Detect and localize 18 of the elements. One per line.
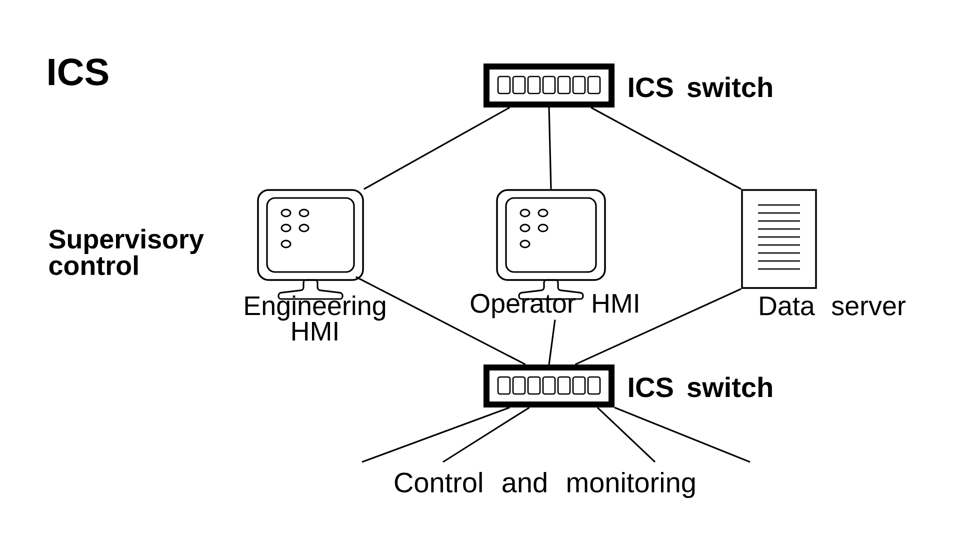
connector-line <box>362 406 510 463</box>
node-label: Operator HMI <box>470 294 638 318</box>
connector-line <box>364 106 510 190</box>
label: Supervisory control <box>49 228 204 276</box>
node-label: ICS switch <box>629 76 772 98</box>
connector-line <box>596 406 656 463</box>
node-label: ICS switch <box>629 376 772 398</box>
node-label: Engineering HMI <box>245 296 386 340</box>
connector-line <box>442 406 530 463</box>
connector-line <box>590 106 742 190</box>
label: Control and monitoring <box>394 472 695 498</box>
title: ICS <box>48 58 108 86</box>
connector-line <box>548 107 552 190</box>
connector-line <box>548 320 556 365</box>
connector-line <box>574 288 742 366</box>
connector-line <box>356 276 526 366</box>
connector-line <box>614 406 750 463</box>
node-label: Data server <box>760 296 906 316</box>
